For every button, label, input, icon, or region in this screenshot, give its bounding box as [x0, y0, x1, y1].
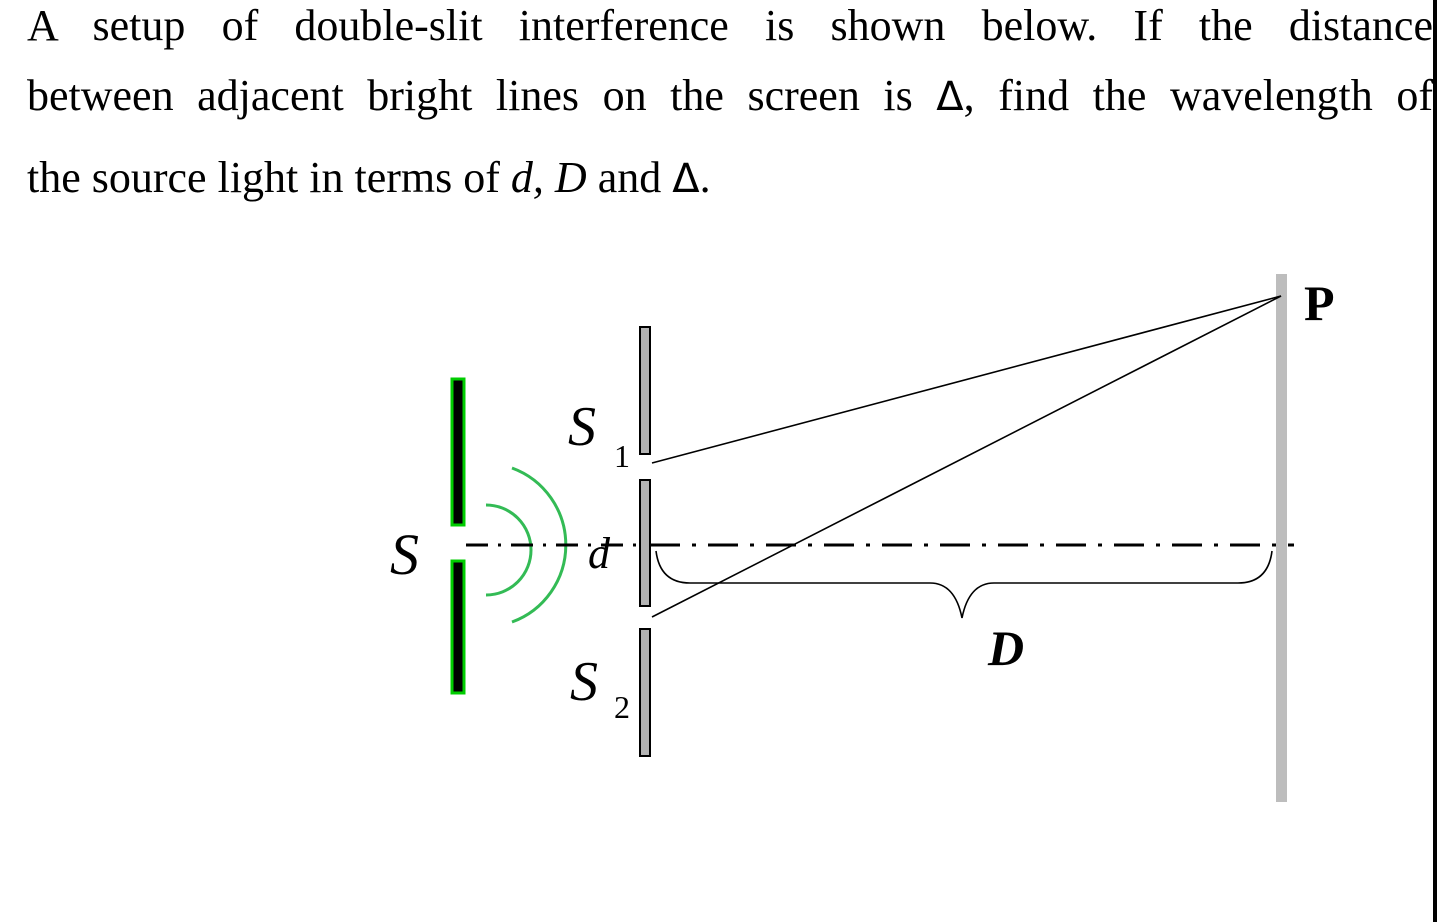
question-line-2: between adjacent bright lines on the scr…: [27, 71, 1433, 120]
wavefront-inner: [485, 503, 533, 597]
question-line-3-text-b: and: [586, 153, 673, 202]
screen: [1276, 274, 1287, 802]
ray-s2-to-p: [651, 295, 1282, 618]
question-line-3: the source light in terms of d, D and Δ.: [27, 153, 711, 202]
slit-barrier-middle: [639, 479, 651, 607]
slit-2-label: S: [570, 651, 598, 713]
right-border-line: [1433, 0, 1437, 922]
question-line-2-text-b: , find the wavelength of: [963, 71, 1433, 120]
question-line-2-text-a: between adjacent bright lines on the scr…: [27, 71, 937, 120]
slit-separation-label: d: [588, 529, 611, 578]
source-barrier-lower: [450, 559, 466, 695]
delta-symbol: Δ: [672, 156, 700, 202]
question-line-3-text-a: the source light in terms of: [27, 153, 511, 202]
source-barrier-upper: [450, 377, 466, 527]
variable-list: d, D: [510, 153, 587, 202]
question-line-1: A setup of double-slit interference is s…: [27, 1, 1433, 50]
slit-2-subscript: 2: [614, 689, 630, 725]
point-p-label: P: [1304, 275, 1335, 331]
slit-1-subscript: 1: [614, 438, 630, 474]
delta-symbol: Δ: [936, 74, 964, 120]
question-line-3-text-c: .: [699, 153, 711, 202]
screen-distance-label: D: [987, 620, 1024, 676]
distance-brace: [655, 550, 1273, 619]
ray-s1-to-p: [651, 295, 1282, 464]
source-barrier: [450, 377, 466, 695]
double-slit-barrier: [639, 326, 651, 757]
path-rays: [651, 295, 1282, 618]
slit-1-label: S: [568, 396, 596, 458]
slit-barrier-top: [639, 326, 651, 455]
source-label: S: [390, 522, 419, 587]
slit-barrier-bottom: [639, 628, 651, 757]
